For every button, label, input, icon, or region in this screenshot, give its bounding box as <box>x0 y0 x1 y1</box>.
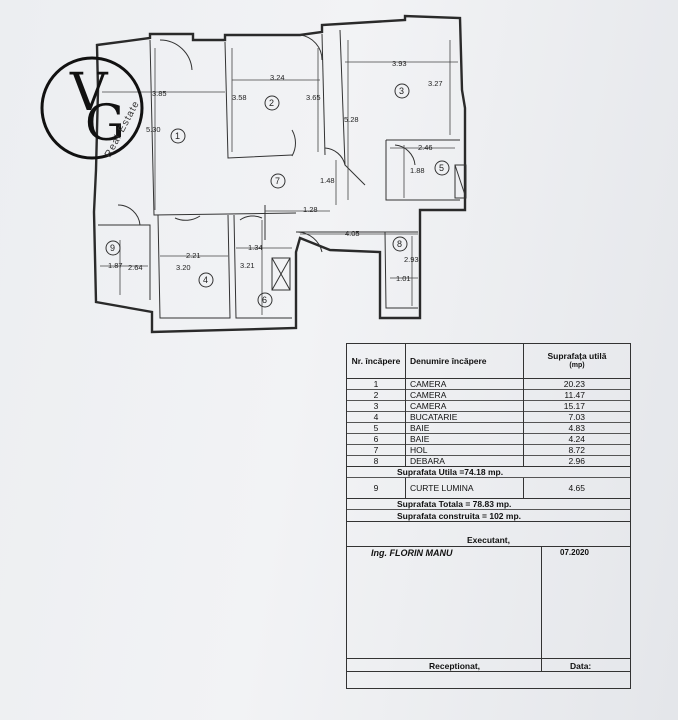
dim-label: 1.34 <box>248 243 263 252</box>
table-row: 1 CAMERA 20.23 <box>347 378 630 390</box>
row-nr: 3 <box>347 400 406 411</box>
table-header: Nr. încăpere Denumire încăpere Suprafața… <box>347 344 630 379</box>
dim-label: 3.20 <box>176 263 191 272</box>
room-number: 1 <box>175 131 180 141</box>
dim-label: 3.58 <box>232 93 247 102</box>
table-row: 3 CAMERA 15.17 <box>347 400 630 412</box>
row-name: CAMERA <box>406 378 524 389</box>
row-nr: 2 <box>347 389 406 400</box>
dim-label: 1.01 <box>396 274 411 283</box>
total-totala: Suprafata Totala = 78.83 mp. <box>347 498 630 510</box>
header-nr: Nr. încăpere <box>347 344 406 378</box>
row-nr: 6 <box>347 433 406 444</box>
header-area-unit: (mp) <box>569 362 585 369</box>
dim-label: 3.65 <box>306 93 321 102</box>
room-number: 7 <box>275 176 280 186</box>
row-area: 7.03 <box>568 411 585 422</box>
dim-label: 2.21 <box>186 251 201 260</box>
plan-dimension-lines <box>100 40 458 315</box>
room-number: 9 <box>110 243 115 253</box>
row-area: 11.47 <box>564 389 585 400</box>
dim-label: 2.64 <box>128 263 143 272</box>
row-area: 4.65 <box>568 483 585 493</box>
plan-doors <box>117 34 416 253</box>
row-nr: 9 <box>347 478 406 498</box>
row-area: 15.17 <box>563 400 585 411</box>
row-name: BUCATARIE <box>406 411 524 422</box>
room-number: 4 <box>203 275 208 285</box>
data-label: Data: <box>570 661 592 671</box>
total-construita-text: Suprafata construita = 102 mp. <box>397 510 521 521</box>
row-name: HOL <box>406 444 524 455</box>
logo-letter-v: V <box>69 63 109 123</box>
dim-label: 3.85 <box>152 89 167 98</box>
total-construita: Suprafata construita = 102 mp. <box>347 510 630 522</box>
dim-label: 3.27 <box>428 79 443 88</box>
rooms-table: Nr. încăpere Denumire încăpere Suprafața… <box>346 343 631 689</box>
row-nr: 8 <box>347 455 406 466</box>
executant-label: Executant, <box>467 535 510 545</box>
row-nr: 7 <box>347 444 406 455</box>
room-number: 6 <box>262 295 267 305</box>
total-totala-text: Suprafata Totala = 78.83 mp. <box>397 498 512 509</box>
header-area: Suprafața utilă (mp) <box>524 344 630 378</box>
dim-label: 3.24 <box>270 73 285 82</box>
dim-label: 1.28 <box>303 205 318 214</box>
room-number: 5 <box>439 163 444 173</box>
table-row: 4 BUCATARIE 7.03 <box>347 411 630 423</box>
table-row: 9 CURTE LUMINA 4.65 <box>347 478 630 499</box>
row-name: DEBARA <box>406 455 524 466</box>
row-name: CURTE LUMINA <box>406 478 524 498</box>
header-area-title: Suprafața utilă <box>547 351 607 361</box>
dim-label: 4.05 <box>345 229 360 238</box>
room-number: 3 <box>399 86 404 96</box>
room-number: 2 <box>269 98 274 108</box>
signature-row: Ing. FLORIN MANU 07.2020 <box>347 546 630 658</box>
row-area: 2.96 <box>568 455 585 466</box>
plan-room-numbers: 1 2 3 4 5 6 7 8 9 <box>105 83 450 308</box>
row-area: 8.72 <box>568 444 585 455</box>
row-nr: 1 <box>347 378 406 389</box>
executant-row: Executant, <box>347 534 630 547</box>
table-row: 7 HOL 8.72 <box>347 444 630 456</box>
engineer-name: Ing. FLORIN MANU <box>347 546 542 658</box>
dim-label: 1.87 <box>108 261 123 270</box>
table-row: 8 DEBARA 2.96 <box>347 455 630 467</box>
row-name: BAIE <box>406 422 524 433</box>
row-area: 20.23 <box>563 378 585 389</box>
plan-walls <box>92 14 467 334</box>
row-name: CAMERA <box>406 389 524 400</box>
row-nr: 4 <box>347 411 406 422</box>
room-number: 8 <box>397 239 402 249</box>
row-area: 4.83 <box>568 422 585 433</box>
logo-letter-g: G <box>85 94 125 152</box>
table-row: 2 CAMERA 11.47 <box>347 389 630 401</box>
row-name: CAMERA <box>406 400 524 411</box>
dim-label: 5.30 <box>146 125 161 134</box>
dim-label: 3.93 <box>392 59 407 68</box>
vg-real-estate-logo: V G Real Estate <box>40 56 144 160</box>
row-area: 4.24 <box>568 433 585 444</box>
total-utila-text: Suprafata Utila =74.18 mp. <box>397 466 504 477</box>
dim-label: 5.28 <box>344 115 359 124</box>
dim-label: 2.46 <box>418 143 433 152</box>
total-utila: Suprafata Utila =74.18 mp. <box>347 466 630 478</box>
signature-date: 07.2020 <box>560 548 589 557</box>
row-nr: 5 <box>347 422 406 433</box>
table-row: 5 BAIE 4.83 <box>347 422 630 434</box>
header-name: Denumire încăpere <box>406 344 524 378</box>
dim-label: 2.93 <box>404 255 419 264</box>
receptionat-label: Receptionat, <box>347 659 542 671</box>
dim-label: 1.88 <box>410 166 425 175</box>
dim-label: 1.48 <box>320 176 335 185</box>
dim-label: 3.21 <box>240 261 255 270</box>
row-name: BAIE <box>406 433 524 444</box>
plan-dimension-labels: 3.85 5.30 3.24 3.58 3.65 3.93 3.27 5.28 … <box>108 59 443 283</box>
receptionat-row: Receptionat, Data: <box>347 658 630 672</box>
table-row: 6 BAIE 4.24 <box>347 433 630 445</box>
